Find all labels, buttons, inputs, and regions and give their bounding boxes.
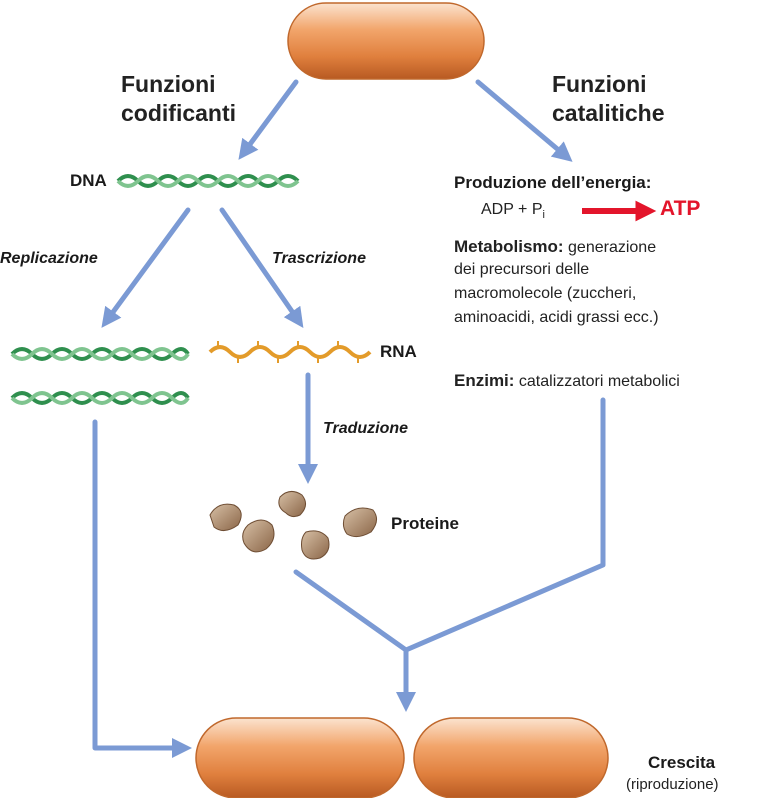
dna-label: DNA	[70, 171, 107, 190]
rna-strand-icon	[208, 341, 372, 363]
proteins-icon	[209, 491, 377, 560]
replication-label: Replicazione	[0, 250, 98, 267]
energy-production-title: Produzione dell’energia:	[454, 173, 652, 192]
transcription-label: Trascrizione	[272, 250, 366, 267]
pi-subscript: i	[542, 209, 545, 222]
enzymes-line: Enzimi: catalizzatori metabolici	[454, 370, 680, 392]
arrow-replication	[101, 207, 191, 328]
metabolism-title: Metabolismo:	[454, 237, 564, 256]
rna-label: RNA	[380, 342, 417, 361]
atp-product: ATP	[660, 197, 701, 220]
dna-helix-icon	[116, 174, 300, 188]
arrow-merge	[293, 397, 606, 653]
arrow-dna-to-growth	[92, 419, 192, 758]
daughter-cell-left	[195, 717, 405, 798]
header-catalytic-functions-line1: Funzioni	[552, 71, 647, 97]
adp-pi-text: ADP + P	[481, 201, 543, 218]
metabolism-line3: macromolecole (zuccheri,	[454, 285, 637, 302]
header-catalytic-functions-line2: catalitiche	[552, 100, 665, 126]
arrow-transcription	[219, 207, 304, 328]
dna-copy-2-icon	[10, 391, 190, 405]
header-coding-functions-line1: Funzioni	[121, 71, 216, 97]
proteins-label: Proteine	[391, 514, 460, 533]
enzymes-title: Enzimi:	[454, 371, 515, 390]
atp-equation: ADP + Pi	[481, 199, 545, 226]
parent-cell	[287, 2, 485, 80]
arrow-to-catalytic	[475, 79, 573, 162]
metabolism-line1: Metabolismo: generazione	[454, 236, 656, 258]
metabolism-text-1: generazione	[568, 239, 657, 256]
growth-label: Crescita	[648, 753, 716, 772]
arrow-to-coding	[238, 79, 299, 160]
enzymes-text: catalizzatori metabolici	[518, 373, 680, 390]
translation-label: Traduzione	[323, 420, 409, 437]
dna-copy-1-icon	[10, 347, 190, 361]
header-coding-functions-line2: codificanti	[121, 100, 237, 126]
growth-subtitle: (riproduzione)	[626, 776, 719, 793]
metabolism-line2: dei precursori delle	[454, 261, 590, 278]
daughter-cell-right	[413, 717, 609, 798]
metabolism-line4: aminoacidi, acidi grassi ecc.)	[454, 309, 659, 326]
